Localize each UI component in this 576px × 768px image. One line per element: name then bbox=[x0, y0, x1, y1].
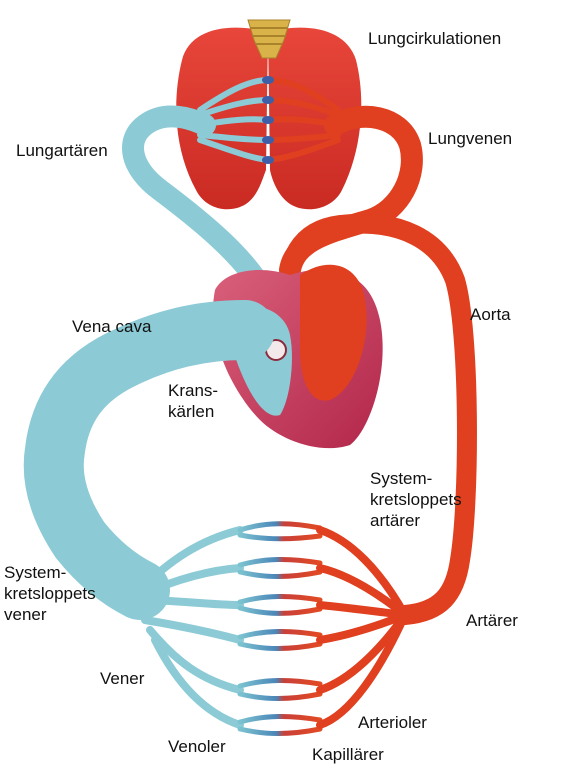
pulmonary-artery bbox=[122, 105, 279, 311]
label-systemkretsloppets-vener: System- kretsloppets vener bbox=[4, 562, 96, 625]
label-lungartaren: Lungartären bbox=[16, 141, 108, 160]
label-venoler: Venoler bbox=[168, 737, 226, 756]
systemic-veins bbox=[136, 526, 244, 729]
label-sys-art-line1: System- bbox=[370, 469, 433, 488]
left-lung bbox=[176, 27, 268, 210]
aorta-vessel bbox=[279, 213, 477, 625]
left-ventricle bbox=[300, 264, 367, 401]
label-sys-ven-line1: System- bbox=[4, 563, 67, 582]
trachea bbox=[247, 19, 291, 59]
label-sys-ven-line2: kretsloppets bbox=[4, 584, 96, 603]
label-kapillarer: Kapillärer bbox=[312, 745, 384, 764]
label-lungcirkulationen: Lungcirkulationen bbox=[368, 29, 502, 48]
systemic-arteries bbox=[316, 526, 409, 729]
label-kranskarlen-line2: kärlen bbox=[168, 402, 215, 421]
label-systemkretsloppets-arterer: System- kretsloppets artärer bbox=[370, 468, 462, 531]
label-aorta: Aorta bbox=[470, 305, 511, 324]
label-arterioler: Arterioler bbox=[358, 713, 427, 732]
label-kranskarlen-line1: Krans- bbox=[168, 381, 219, 400]
label-kranskarlen: Krans- kärlen bbox=[168, 380, 218, 422]
label-vena-cava: Vena cava bbox=[72, 317, 152, 336]
label-sys-art-line2: kretsloppets bbox=[370, 490, 462, 509]
label-sys-art-line3: artärer bbox=[370, 511, 421, 530]
label-lungvenen: Lungvenen bbox=[428, 129, 513, 148]
label-arterer: Artärer bbox=[466, 611, 518, 630]
right-lung bbox=[268, 27, 362, 210]
lungs bbox=[176, 19, 362, 210]
label-sys-ven-line3: vener bbox=[4, 605, 47, 624]
systemic-capillaries bbox=[237, 521, 323, 736]
label-vener: Vener bbox=[100, 669, 145, 688]
